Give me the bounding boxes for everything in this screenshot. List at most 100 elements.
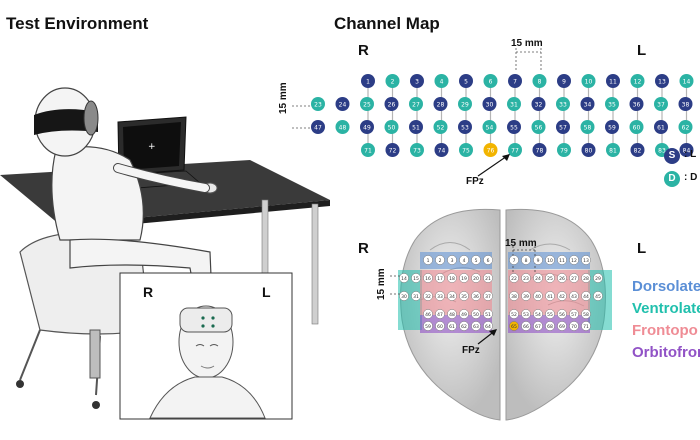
brain-optode-number: 10 [547, 258, 553, 264]
optode-number: 2 [391, 79, 395, 86]
optode-number: 27 [412, 102, 420, 109]
brain-optode [545, 291, 555, 301]
fpz-label: FPz [466, 176, 484, 187]
optode-number: 8 [538, 79, 542, 86]
detector-optode [483, 74, 498, 88]
brain-optode-number: 6 [487, 258, 490, 264]
brain-optode-number: 53 [523, 312, 529, 318]
detector-optode [458, 97, 472, 111]
brain-optode-number: 18 [449, 276, 455, 282]
legend-source-badge: S [664, 148, 680, 164]
brain-optode-number: 68 [547, 324, 553, 330]
brain-optode [483, 291, 493, 301]
brain-optode-number: 37 [485, 294, 491, 300]
source-optode [361, 74, 375, 88]
brain-optode [483, 255, 493, 265]
detector-optode [629, 120, 644, 134]
brain-optode [521, 255, 531, 265]
brain-optode-number: 35 [461, 294, 467, 300]
detector-optode [311, 97, 325, 111]
brain-optode [569, 255, 579, 265]
optode-number: 35 [608, 102, 616, 109]
brain-optode [557, 291, 567, 301]
brain-optode [581, 255, 591, 265]
optode-number: 23 [314, 102, 322, 109]
inset-right-label: R [143, 284, 154, 300]
source-optode [311, 120, 325, 134]
source-optode [679, 143, 694, 157]
source-optode [360, 120, 374, 134]
legend-detector-badge: D [664, 171, 680, 187]
brain-optode-number: 9 [537, 258, 540, 264]
brain-optode-number: 66 [523, 324, 529, 330]
brain-optode-number: 26 [559, 276, 565, 282]
brain-optode-number: 55 [547, 312, 553, 318]
optode-number: 48 [339, 125, 347, 132]
optode-number: 3 [415, 79, 419, 86]
optode-number: 1 [366, 79, 370, 86]
brain-spacing-side-label: 15 mm [376, 268, 387, 300]
brain-optode [557, 255, 567, 265]
brain-optode [459, 273, 469, 283]
detector-optode [409, 97, 423, 111]
brain-optode [545, 273, 555, 283]
brain-optode-number: 57 [571, 312, 577, 318]
optode-number: 58 [584, 125, 592, 132]
fpz-optode [483, 143, 498, 157]
brain-optode-number: 62 [461, 324, 467, 330]
brain-optode-number: 21 [485, 276, 491, 282]
brain-optode [521, 321, 531, 331]
detector-optode [679, 74, 694, 88]
brain-optode-number: 31 [413, 294, 419, 300]
brain-optode-number: 60 [437, 324, 443, 330]
brain-optode-number: 23 [523, 276, 529, 282]
brain-optode [509, 291, 519, 301]
detector-optode [507, 97, 521, 111]
region-ventrolateral: Ventrolate [632, 300, 700, 317]
brain-optode [521, 273, 531, 283]
brain-optode-number: 5 [475, 258, 478, 264]
brain-optode-number: 24 [535, 276, 541, 282]
brain-optode-number: 8 [525, 258, 528, 264]
brain-optode-number: 28 [583, 276, 589, 282]
detector-optode [580, 120, 595, 134]
brain-optode [447, 273, 457, 283]
map-left-label: L [637, 42, 647, 59]
optode-number: 54 [486, 125, 494, 132]
brain-optode-number: 63 [473, 324, 479, 330]
optode-number: 37 [657, 102, 665, 109]
brain-optode [399, 291, 409, 301]
optode-number: 33 [559, 102, 567, 109]
brain-optode-number: 25 [547, 276, 553, 282]
brain-optode [483, 309, 493, 319]
brain-optode [557, 321, 567, 331]
optode-number: 83 [658, 148, 666, 155]
brain-optode [509, 309, 519, 319]
brain-optode [447, 255, 457, 265]
source-optode [557, 74, 571, 88]
source-optode [556, 120, 570, 134]
detector-optode [360, 97, 374, 111]
brain-optode-number: 56 [559, 312, 565, 318]
brain-optode-number: 33 [437, 294, 443, 300]
detector-optode [433, 120, 448, 134]
left-panel-title: Test Environment [6, 14, 149, 33]
brain-optode-number: 43 [571, 294, 577, 300]
optode-number: 14 [683, 79, 691, 86]
optode-number: 55 [510, 125, 518, 132]
brain-optode-number: 12 [571, 258, 577, 264]
detector-optode [654, 97, 668, 111]
source-optode [459, 74, 473, 88]
detector-optode [361, 143, 375, 157]
brain-optode-number: 42 [559, 294, 565, 300]
optode-number: 24 [339, 102, 347, 109]
brain-optode [483, 321, 493, 331]
brain-optode-number: 20 [473, 276, 479, 282]
brain-optode [533, 309, 543, 319]
brain-optode-number: 61 [449, 324, 455, 330]
brain-optode [459, 291, 469, 301]
brain-optode-number: 15 [413, 276, 419, 282]
brain-optode [569, 309, 579, 319]
brain-optode [471, 255, 481, 265]
brain-optode-number: 16 [425, 276, 431, 282]
